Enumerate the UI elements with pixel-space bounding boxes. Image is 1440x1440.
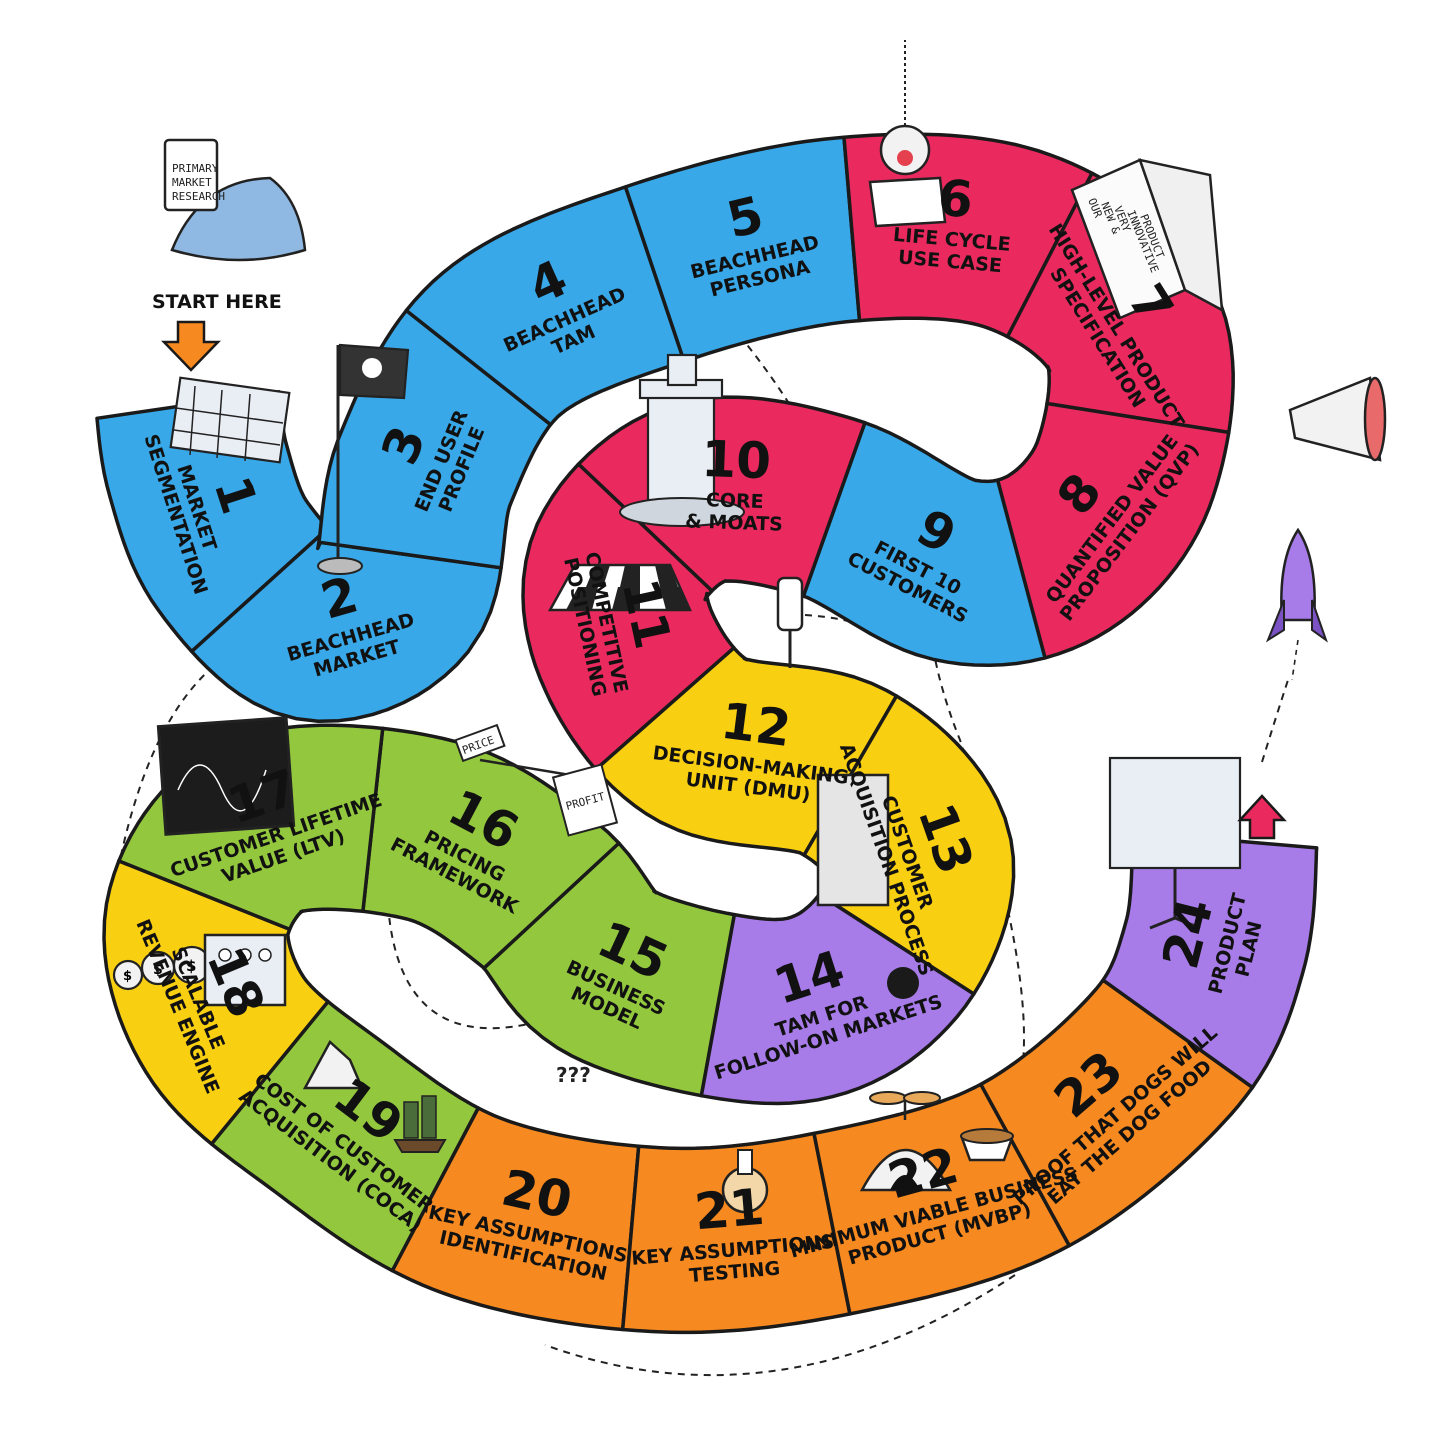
start-here-label: START HERE — [152, 291, 282, 313]
blackboard-icon — [156, 716, 296, 836]
money-bags-icon: $ $ $ — [112, 933, 287, 1007]
car-icon: PRIMARY MARKET RESEARCH — [163, 138, 307, 262]
dashed-arrow — [387, 904, 546, 1030]
svg-text:$: $ — [186, 957, 196, 975]
step-title-line: & MOATS — [685, 510, 783, 535]
start-marker: START HERE — [152, 291, 282, 372]
jack-in-the-box-icon — [868, 40, 947, 228]
svg-text:$: $ — [153, 962, 163, 978]
research-sign-line-1: PRIMARY — [172, 162, 219, 175]
board-path — [95, 132, 1319, 1335]
castle-icon — [619, 353, 745, 527]
igloo-icon — [859, 1091, 953, 1192]
illustrations: $ $ $ PRIMARY MARKET RESEARCH — [112, 40, 1387, 1214]
dashed-arrow — [1261, 679, 1289, 763]
question-marks: ??? — [556, 1063, 591, 1087]
step-title-line: CORE — [706, 489, 764, 513]
flask-icon — [721, 1149, 769, 1214]
iceberg-icon — [302, 1040, 364, 1090]
ship-icon — [393, 1095, 447, 1153]
segmentation-chart-icon — [169, 376, 291, 464]
megaphone-icon — [1288, 376, 1387, 462]
door-frame-icon — [816, 773, 890, 907]
svg-text:$: $ — [123, 969, 132, 984]
rocket-icon — [1265, 527, 1328, 681]
step-number: 12 — [718, 692, 794, 758]
price-profit-scale-icon: PRICE PROFIT — [454, 723, 619, 837]
step-number: 6 — [936, 169, 976, 230]
traffic-light-icon — [776, 576, 804, 668]
start-arrow-icon — [161, 320, 221, 372]
chessboard-icon — [547, 563, 692, 612]
pirate-flag-icon — [317, 343, 410, 575]
product-plan-easel-icon — [1108, 756, 1242, 930]
step-number: 11 — [611, 574, 682, 654]
dog-bowl-icon — [960, 1128, 1014, 1162]
step-number: 10 — [700, 430, 772, 490]
finish-arrow-icon — [1237, 794, 1287, 840]
step-number: 21 — [692, 1178, 766, 1242]
research-sign-line-3: RESEARCH — [172, 190, 225, 203]
bowling-ball-icon — [887, 967, 919, 999]
research-sign-line-2: MARKET — [172, 176, 212, 189]
